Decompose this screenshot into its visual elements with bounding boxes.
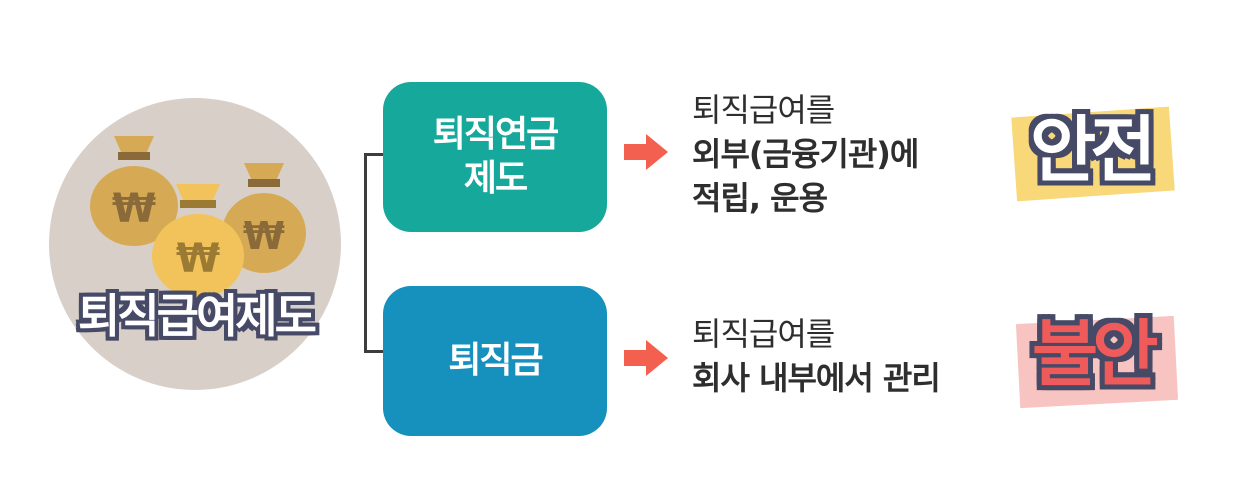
- unsafe-badge: 불안: [1032, 318, 1152, 390]
- pension-system-label: 퇴직연금 제도: [433, 113, 557, 201]
- svg-text:₩: ₩: [176, 236, 220, 282]
- pension-desc-line1: 퇴직급여를: [692, 88, 918, 132]
- severance-pay-label: 퇴직금: [448, 339, 541, 383]
- pension-system-box: 퇴직연금 제도: [383, 82, 607, 232]
- safe-badge: 안전: [1030, 114, 1150, 186]
- severance-desc-line1: 퇴직급여를: [692, 312, 940, 356]
- pension-description: 퇴직급여를 외부(금융기관)에 적립, 운용: [692, 88, 918, 220]
- severance-pay-box: 퇴직금: [383, 286, 607, 436]
- arrow-right-icon: [624, 340, 668, 376]
- pension-desc-line2: 외부(금융기관)에: [692, 132, 918, 176]
- arrow-right-icon: [624, 134, 668, 170]
- severance-description: 퇴직급여를 회사 내부에서 관리: [692, 312, 940, 400]
- severance-desc-line2: 회사 내부에서 관리: [692, 356, 940, 400]
- main-title: 퇴직급여제도: [46, 280, 346, 346]
- pension-desc-line3: 적립, 운용: [692, 176, 918, 220]
